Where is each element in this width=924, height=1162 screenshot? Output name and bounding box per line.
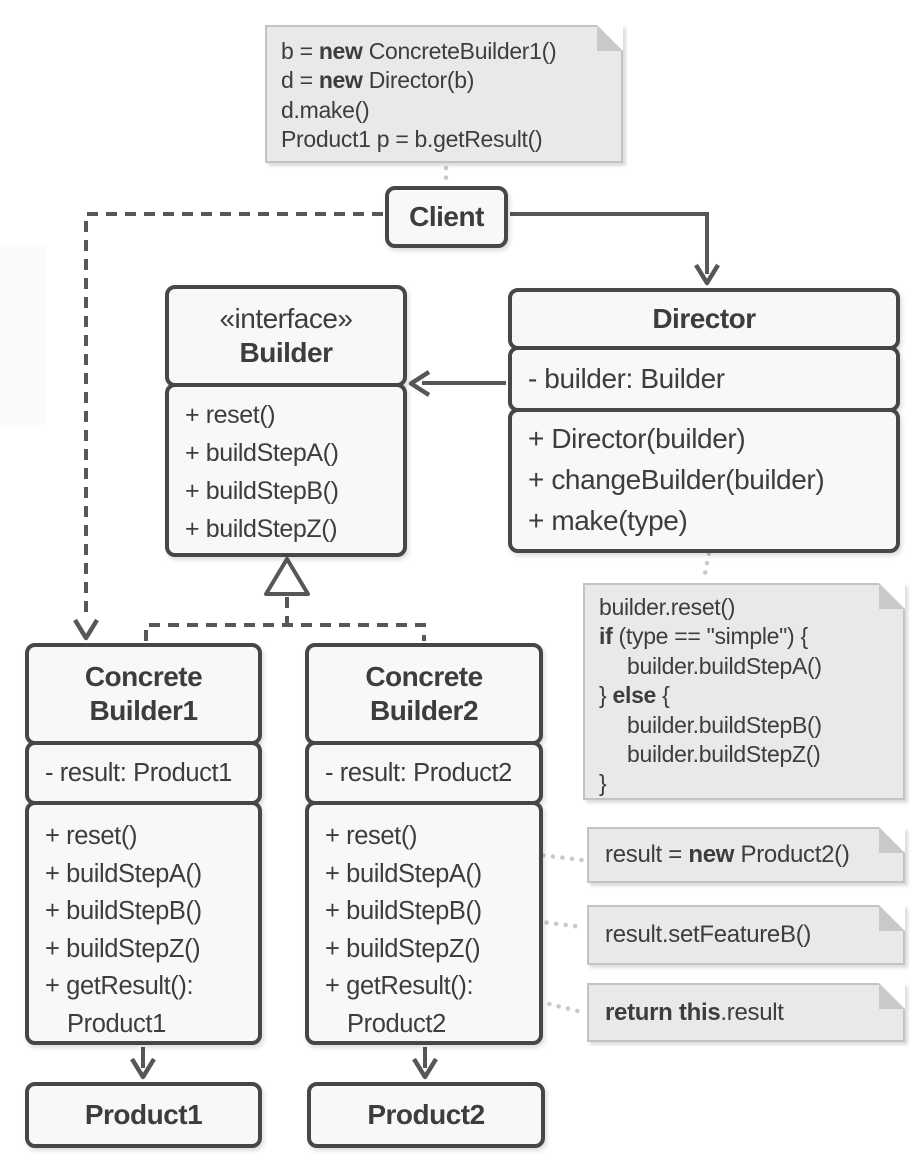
class-concrete-builder2: Concrete Builder2 - result: Product2 + r… [305, 643, 543, 1045]
stereotype-label: «interface» [219, 303, 353, 334]
method: + buildStepB() [185, 477, 339, 505]
code-line: if (type == "simple") { [599, 623, 808, 650]
arrowhead-down-icon [694, 263, 720, 286]
code-line: builder.buildStepB() [627, 711, 822, 738]
code-line: d.make() [281, 96, 370, 123]
code-line: b = new ConcreteBuilder1() [281, 38, 557, 64]
method: + changeBuilder(builder) [528, 464, 825, 495]
arrowhead-down-icon [412, 1057, 438, 1080]
class-attributes: - result: Product2 [305, 741, 543, 805]
code-line: builder.buildStepA() [627, 652, 822, 679]
method: + buildStepB() [325, 897, 482, 925]
class-title: Director [508, 288, 900, 350]
arrowhead-down-icon [73, 618, 99, 641]
realization-line-branch [144, 623, 426, 641]
class-title: «interface» Builder [165, 285, 407, 387]
note-make-body: builder.reset() if (type == "simple") { … [583, 583, 905, 800]
left-edge-artifact [0, 245, 46, 425]
method: + buildStepA() [185, 439, 339, 467]
class-methods: + reset() + buildStepA() + buildStepB() … [305, 801, 543, 1045]
class-title: Concrete Builder2 [305, 643, 543, 745]
method: + buildStepZ() [45, 934, 201, 963]
arrowhead-down-icon [130, 1057, 156, 1080]
association-line-client-to-director [510, 212, 709, 274]
note-client-code: b = new ConcreteBuilder1() d = new Direc… [265, 25, 623, 163]
class-attributes: - builder: Builder [508, 346, 900, 412]
code-line: } else { [599, 682, 670, 709]
method: + getResult(): [45, 972, 194, 1000]
code-line: Product1 p = b.getResult() [281, 126, 543, 153]
class-client: Client [385, 186, 508, 248]
note-fold-icon [879, 983, 905, 1009]
note-reset: result = new Product2() [587, 827, 905, 883]
code-line: d = new Director(b) [281, 67, 475, 94]
class-methods: + reset() + buildStepA() + buildStepB() … [165, 383, 407, 557]
note-fold-icon [597, 25, 623, 51]
method-continuation: Product1 [67, 1009, 166, 1038]
class-concrete-builder1: Concrete Builder1 - result: Product1 + r… [25, 643, 262, 1045]
method: + buildStepZ() [185, 515, 338, 543]
code-line: return this.result [605, 998, 784, 1026]
class-methods: + reset() + buildStepA() + buildStepB() … [25, 801, 262, 1045]
code-line: result = new Product2() [605, 841, 850, 868]
method: + buildStepA() [325, 859, 482, 888]
method: + buildStepA() [45, 859, 202, 888]
class-product2: Product2 [307, 1082, 545, 1148]
class-title: Concrete Builder1 [25, 643, 262, 745]
note-return: return this.result [587, 983, 905, 1042]
attribute: - result: Product1 [45, 758, 232, 787]
code-line: builder.buildStepZ() [627, 741, 821, 768]
class-title: Product2 [367, 1099, 485, 1130]
class-attributes: - result: Product1 [25, 741, 262, 805]
class-title: Product1 [84, 1099, 203, 1130]
attribute: - result: Product2 [325, 758, 512, 787]
arrowhead-left-icon [408, 370, 431, 397]
method-continuation: Product2 [347, 1009, 446, 1038]
code-line: result.setFeatureB() [605, 921, 812, 948]
class-builder-interface: «interface» Builder + reset() + buildSte… [165, 285, 407, 557]
method: + make(type) [528, 505, 688, 536]
method: + reset() [45, 822, 138, 850]
code-line: } [599, 770, 607, 797]
method: + buildStepB() [45, 897, 202, 925]
method: + reset() [185, 401, 276, 429]
method: + buildStepZ() [325, 934, 481, 963]
class-director: Director - builder: Builder + Director(b… [508, 288, 900, 553]
realization-triangle-icon [264, 557, 310, 596]
note-fold-icon [879, 827, 905, 853]
note-fold-icon [879, 583, 905, 609]
class-methods: + Director(builder) + changeBuilder(buil… [508, 408, 900, 553]
class-title: Client [409, 201, 484, 232]
method: + getResult(): [325, 972, 474, 1000]
method: + reset() [325, 822, 418, 850]
code-line: builder.reset() [599, 594, 736, 620]
note-setfeature: result.setFeatureB() [587, 905, 905, 965]
class-product1: Product1 [25, 1082, 262, 1148]
method: + Director(builder) [528, 423, 746, 454]
note-fold-icon [879, 905, 905, 931]
attribute: - builder: Builder [528, 363, 725, 394]
